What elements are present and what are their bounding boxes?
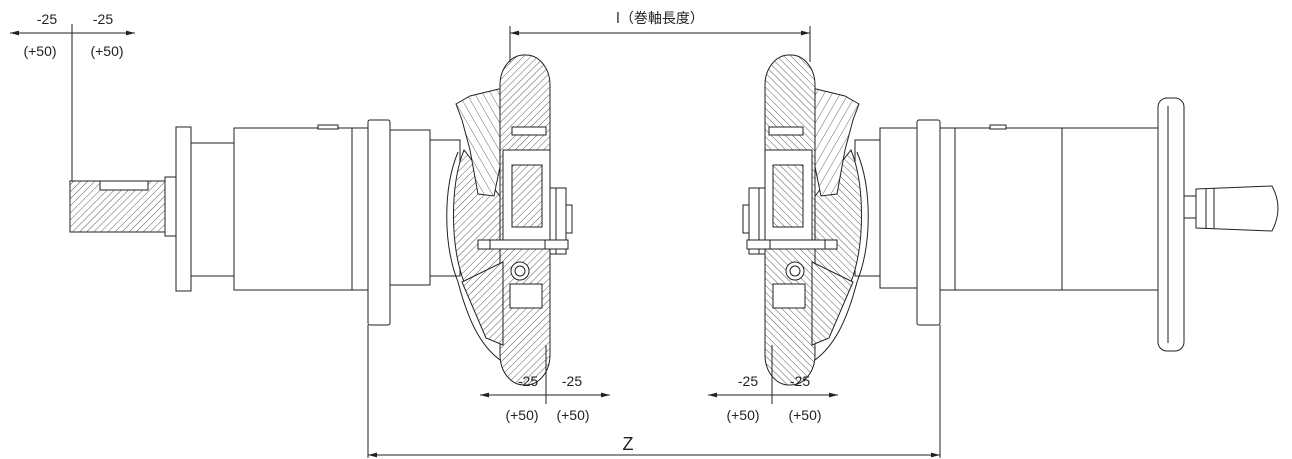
top-left-plus-left: (+50) [23, 43, 56, 59]
dimension-left-chuck: -25 -25 (+50) (+50) [480, 345, 610, 423]
left-motor-segment-2 [233, 127, 369, 291]
left-chuck-plus-left: (+50) [505, 407, 538, 423]
left-gear-housing [389, 129, 431, 286]
left-chuck-minus-right: -25 [562, 373, 582, 389]
left-chuck-outer-shell [446, 151, 459, 283]
right-chuck-plus-left: (+50) [726, 407, 759, 423]
right-chuck-minus-right: -25 [790, 373, 810, 389]
left-motor-segment-1 [190, 142, 235, 277]
handle-stem [1183, 195, 1197, 219]
left-chuck-groove [511, 126, 547, 136]
left-chuck-bolt [477, 239, 569, 250]
overall-length-label: Z [623, 434, 634, 454]
dimension-top-left: -25 -25 (+50) (+50) [10, 11, 135, 181]
roll-length-label: l（巻軸長度） [616, 11, 704, 27]
left-shaft-neck [164, 176, 177, 237]
right-chuck-plus-right: (+50) [788, 407, 821, 423]
left-mount-flange [367, 119, 391, 326]
left-shaft-keyway [99, 180, 149, 191]
left-chuck-minus-left: -25 [518, 373, 538, 389]
right-brake-body [939, 127, 1159, 291]
left-drive-unit [69, 119, 461, 326]
left-chuck-plus-right: (+50) [556, 407, 589, 423]
top-left-minus-left: -25 [37, 11, 57, 27]
right-mount-flange [916, 119, 941, 326]
dimension-roll-length: l（巻軸長度） [509, 11, 811, 62]
left-motor-nameplate [317, 124, 339, 130]
top-left-plus-right: (+50) [90, 43, 123, 59]
left-chuck-lower-cone [461, 261, 504, 346]
left-chuck-lower-shell [457, 281, 501, 361]
right-drive-unit [854, 97, 1279, 352]
left-chuck [446, 54, 573, 386]
left-chuck-nose-tip [565, 204, 573, 234]
handwheel [1157, 97, 1185, 352]
dimension-right-chuck: -25 -25 (+50) (+50) [708, 345, 838, 423]
left-chuck-bearing [510, 261, 530, 281]
left-small-flange [175, 126, 192, 292]
left-chuck-upper-cone [455, 87, 504, 197]
left-chuck-hub-core [511, 164, 543, 228]
right-body-nameplate [989, 124, 1007, 130]
top-left-minus-right: -25 [93, 11, 113, 27]
left-chuck-lower-window [509, 283, 543, 309]
right-chuck [742, 54, 869, 386]
right-gear-housing [879, 127, 918, 289]
right-chuck-minus-left: -25 [738, 373, 758, 389]
dimension-overall-length: Z [367, 325, 941, 458]
handle-grip [1195, 185, 1279, 232]
